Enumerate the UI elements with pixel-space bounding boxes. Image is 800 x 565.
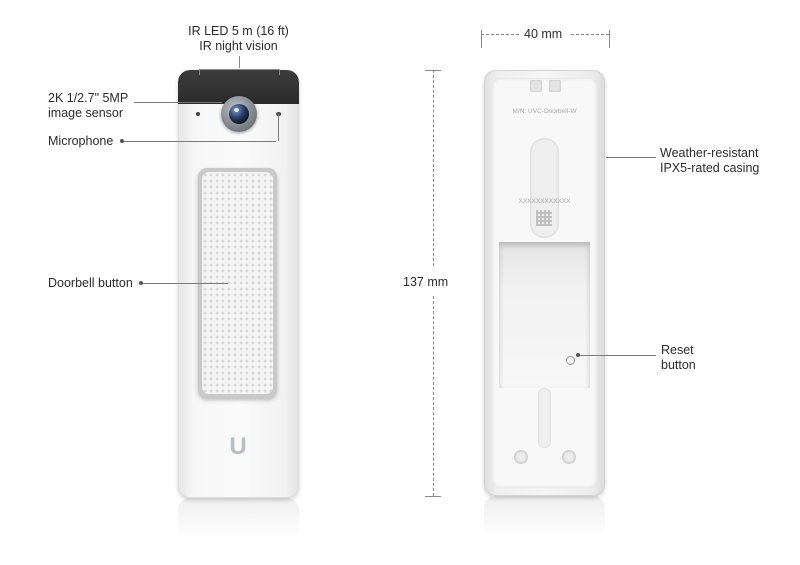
front-reflection	[178, 498, 299, 538]
ir-led-line2: IR night vision	[199, 39, 278, 53]
reset-leader	[580, 355, 656, 356]
reset-pinhole-icon	[566, 356, 575, 365]
doorbell-front: U	[178, 70, 299, 498]
reset-line1: Reset	[661, 343, 694, 357]
height-dim-tick-top	[425, 70, 441, 71]
image-sensor-line2: image sensor	[48, 106, 124, 120]
ir-led-leader	[239, 56, 240, 68]
casing-label: Weather-resistant IPX5-rated casing	[660, 146, 759, 176]
width-dim-line-right	[571, 34, 609, 35]
microphone-label: Microphone	[48, 134, 114, 148]
width-dim-tick-right	[609, 30, 610, 48]
microphone-leader-vertical	[278, 114, 279, 141]
screw-hole-right	[562, 450, 576, 464]
serial-text: XXXXXXXXXXXX	[518, 198, 571, 205]
casing-line1: Weather-resistant	[660, 146, 759, 160]
reset-label: Reset button	[661, 343, 696, 373]
ir-led-bracket	[199, 69, 279, 70]
qr-code-icon	[536, 210, 552, 226]
width-dimension-label: 40 mm	[524, 27, 563, 41]
camera-lens	[221, 96, 257, 132]
lens-glint	[234, 108, 239, 112]
casing-leader	[606, 157, 656, 158]
ir-led-line1: IR LED 5 m (16 ft)	[188, 24, 289, 38]
back-plate: M/N: UVC-Doorbell-W XXXXXXXXXXXX	[492, 78, 597, 488]
width-dim-tick-left	[481, 30, 482, 48]
height-dimension-label: 137 mm	[403, 275, 449, 289]
mount-clip-right	[549, 80, 561, 92]
height-dim-tick-bottom	[425, 496, 441, 497]
image-sensor-label: 2K 1/2.7" 5MP image sensor	[48, 91, 128, 121]
height-dim-line-top	[433, 70, 434, 266]
ir-led-label: IR LED 5 m (16 ft) IR night vision	[178, 24, 299, 54]
doorbell-back: M/N: UVC-Doorbell-W XXXXXXXXXXXX	[484, 70, 605, 496]
sensor-pinhole	[196, 112, 200, 116]
lens-glass	[229, 104, 249, 124]
ir-led-bracket-left	[199, 69, 200, 75]
back-reflection	[484, 496, 605, 536]
mount-clip-left	[530, 80, 542, 92]
width-dim-line-left	[481, 34, 519, 35]
doorbell-button-leader	[143, 283, 228, 284]
ir-led-bracket-right	[279, 69, 280, 75]
wire-channel	[538, 388, 551, 448]
casing-line2: IPX5-rated casing	[660, 161, 760, 175]
image-sensor-leader	[134, 102, 222, 103]
height-dim-line-bottom	[433, 296, 434, 496]
reset-leader-dot	[576, 353, 580, 357]
doorbell-button-label: Doorbell button	[48, 276, 133, 290]
brand-logo-icon: U	[229, 433, 247, 460]
reset-line2: button	[661, 358, 696, 372]
microphone-leader	[124, 141, 276, 142]
image-sensor-line1: 2K 1/2.7" 5MP	[48, 91, 129, 105]
mount-cavity	[499, 242, 590, 388]
screw-hole-left	[514, 450, 528, 464]
model-number-text: M/N: UVC-Doorbell-W	[512, 108, 577, 115]
microphone-leader-dot	[120, 139, 124, 143]
doorbell-button-leader-dot	[139, 281, 143, 285]
